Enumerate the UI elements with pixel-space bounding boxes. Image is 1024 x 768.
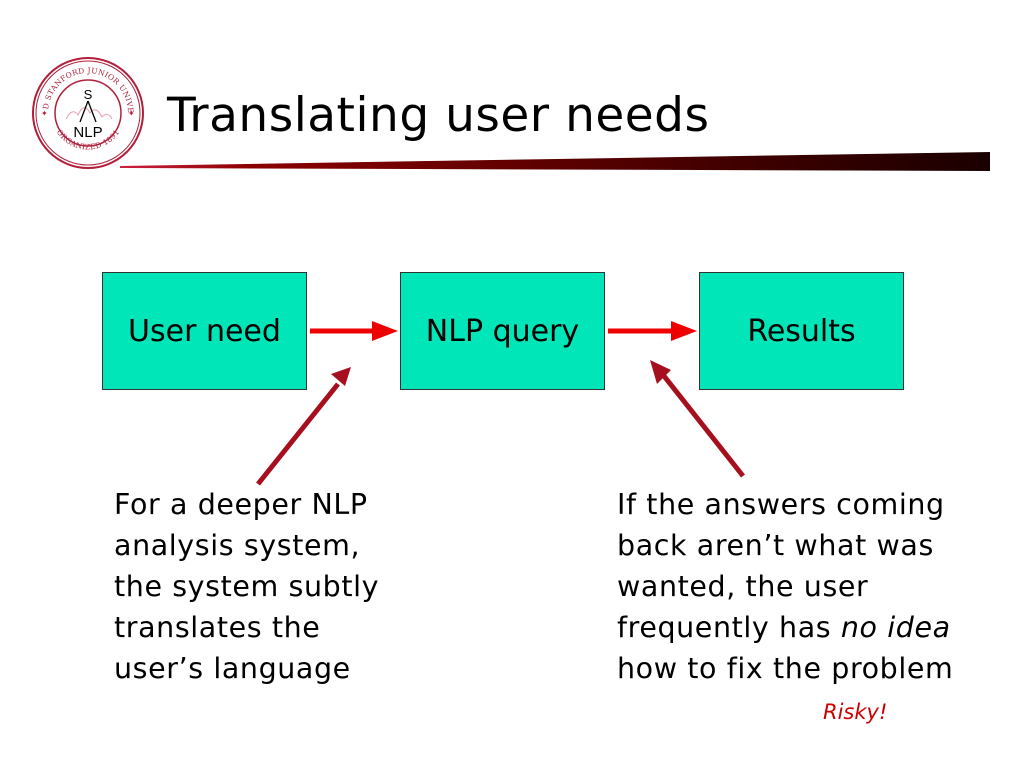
svg-text:S: S bbox=[84, 87, 93, 102]
right-note-emphasis: no idea bbox=[840, 611, 951, 644]
user-need-box: User need bbox=[102, 272, 307, 390]
svg-text:✦: ✦ bbox=[128, 109, 135, 118]
right-note-text: frequently has bbox=[617, 611, 841, 644]
svg-text:NLP: NLP bbox=[73, 124, 102, 141]
arrow-user-need-to-nlp-query bbox=[310, 321, 398, 341]
results-box: Results bbox=[699, 272, 904, 390]
left-note-line: analysis system, bbox=[114, 529, 361, 562]
stanford-nlp-logo: LELAND STANFORD JUNIOR UNIVERSITY ORGANI… bbox=[26, 48, 146, 171]
right-note-line: how to fix the problem bbox=[617, 652, 954, 685]
risky-label: Risky! bbox=[823, 700, 888, 724]
svg-text:✦: ✦ bbox=[41, 109, 48, 118]
left-note: For a deeper NLP analysis system, the sy… bbox=[114, 484, 379, 689]
nlp-query-box: NLP query bbox=[400, 272, 605, 390]
right-note-line: frequently has no idea bbox=[617, 607, 953, 648]
stanford-nlp-seal-icon: LELAND STANFORD JUNIOR UNIVERSITY ORGANI… bbox=[26, 48, 144, 169]
arrow-nlp-query-to-results bbox=[608, 321, 697, 341]
right-note-line: wanted, the user bbox=[617, 570, 869, 603]
right-note-line: If the answers coming bbox=[617, 488, 945, 521]
slide-title: Translating user needs bbox=[167, 88, 710, 143]
right-note-line: back aren’t what was bbox=[617, 529, 934, 562]
left-note-line: For a deeper NLP bbox=[114, 488, 368, 521]
right-note: If the answers coming back aren’t what w… bbox=[617, 484, 953, 689]
left-note-line: user’s language bbox=[114, 652, 351, 685]
left-note-line: the system subtly bbox=[114, 570, 380, 603]
left-note-line: translates the bbox=[114, 611, 321, 644]
